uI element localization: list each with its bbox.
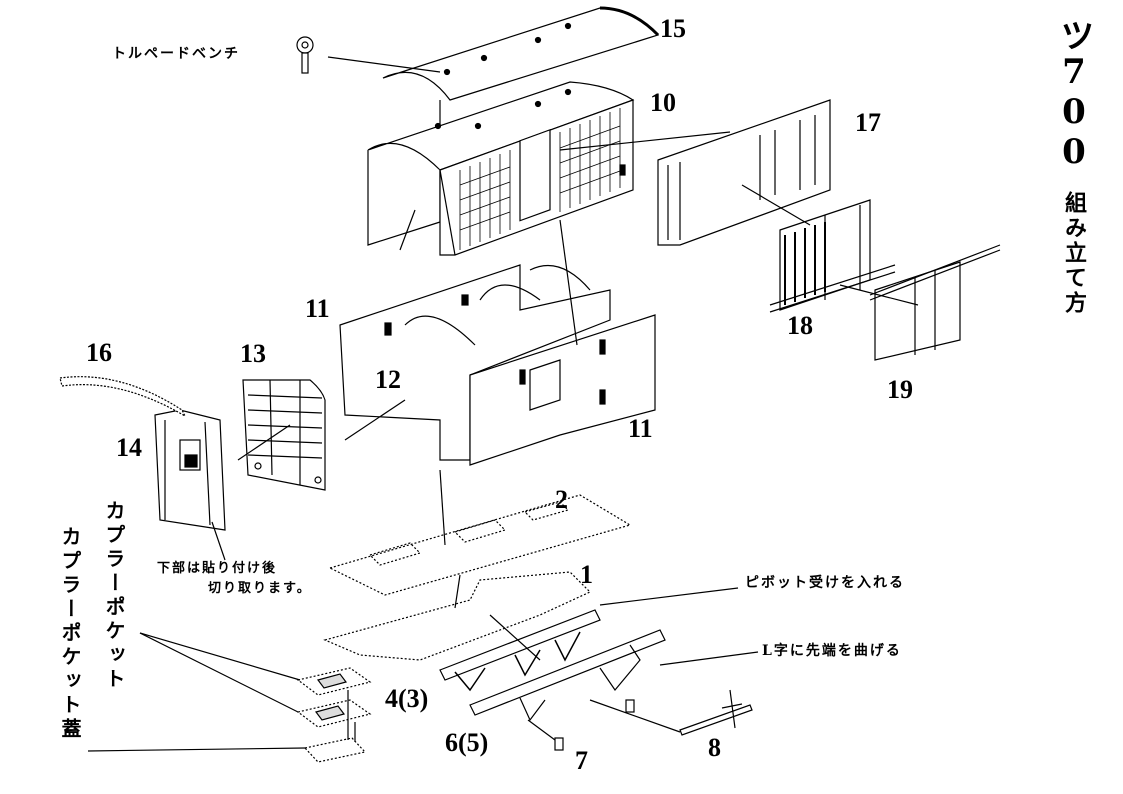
part-number-4-3: 4(3) xyxy=(385,684,429,713)
part-number-19: 19 xyxy=(887,375,913,404)
part-number-10: 10 xyxy=(650,88,676,117)
part-number-6-5: 6(5) xyxy=(445,728,489,757)
part-number-12: 12 xyxy=(375,365,401,394)
note-bend-tip: L字に先端を曲げる xyxy=(762,643,902,659)
part-number-7: 7 xyxy=(575,746,588,775)
note-torpedo-vent: トルペードベンチ xyxy=(112,46,240,62)
part-number-2: 2 xyxy=(555,485,568,514)
part-number-8: 8 xyxy=(708,733,721,762)
coupler-pocket-b xyxy=(296,699,372,728)
roof-part-15 xyxy=(382,6,660,101)
side-door-part-18 xyxy=(741,184,896,313)
part-number-11-front: 11 xyxy=(628,414,653,443)
part-number-16: 16 xyxy=(86,338,112,367)
torpedo-vent-icon xyxy=(296,36,441,74)
car-body-part-10 xyxy=(367,81,635,256)
end-wall-part-13 xyxy=(237,379,326,491)
coupler-pocket-lid xyxy=(303,737,367,763)
rod-part-8 xyxy=(589,689,753,736)
part-number-13: 13 xyxy=(240,339,266,368)
part-number-18: 18 xyxy=(787,311,813,340)
assembly-subtitle: 組み立て方 xyxy=(1061,191,1087,316)
part-number-1: 1 xyxy=(580,560,593,589)
label-coupler-pocket-lid: カプラーポケット蓋 xyxy=(58,526,82,742)
underframe-part-1 xyxy=(323,571,592,661)
note-pivot: ピボット受けを入れる xyxy=(745,575,905,591)
label-coupler-pocket-a: カプラーポケット xyxy=(102,500,126,692)
roof-strip-part-16 xyxy=(59,376,187,418)
inner-frame-part-11-front xyxy=(469,314,656,466)
floor-part-2 xyxy=(328,494,632,596)
part-number-15: 15 xyxy=(660,14,686,43)
end-wall-part-14 xyxy=(154,409,226,531)
side-frame-part-17 xyxy=(559,99,831,246)
note-cut-after-attach-2: 切り取ります。 xyxy=(208,581,312,596)
part-number-14: 14 xyxy=(116,433,142,462)
bogie-frame-part-4 xyxy=(439,609,601,692)
bogie-frame-part-6 xyxy=(469,629,666,722)
part-number-11-back: 11 xyxy=(305,294,330,323)
part-number-17: 17 xyxy=(855,108,881,137)
note-cut-after-attach-1: 下部は貼り付け後 xyxy=(157,561,278,576)
door-frame-part-19 xyxy=(839,244,1001,361)
page-title: ツ700 組み立て方 xyxy=(1050,18,1099,316)
bogie-part-7 xyxy=(527,699,635,751)
coupler-pocket-a xyxy=(296,667,372,696)
model-name: ツ700 xyxy=(1054,18,1094,172)
